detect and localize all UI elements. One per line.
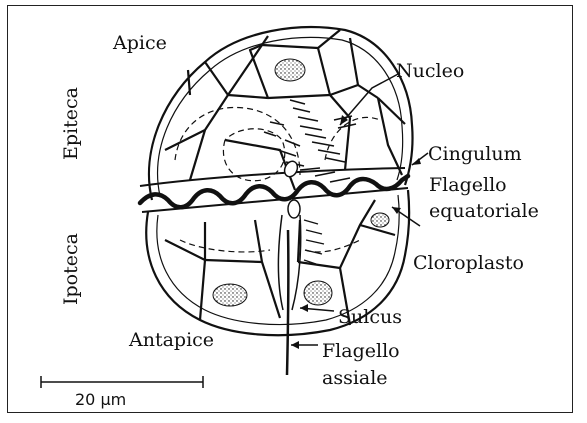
label-nucleo: Nucleo (396, 60, 464, 82)
label-sulcus: Sulcus (338, 306, 402, 328)
label-flagello-equatoriale-2: equatoriale (429, 200, 539, 222)
sulcus-striation (304, 220, 324, 264)
label-cingulum: Cingulum (428, 143, 522, 165)
label-cloroplasto: Cloroplasto (413, 252, 524, 274)
label-antapice: Antapice (128, 329, 214, 351)
label-flagello-assiale-1: Flagello (322, 340, 400, 362)
label-epiteca: Epiteca (60, 87, 82, 160)
label-flagello-assiale-2: assiale (322, 367, 388, 389)
scale-bar-label: 20 μm (75, 390, 126, 409)
scale-bar (41, 376, 203, 388)
axial-flagellum (287, 230, 288, 375)
label-ipoteca: Ipoteca (60, 233, 82, 305)
label-apice: Apice (112, 32, 167, 54)
hypotheca-dashed (180, 240, 360, 252)
label-flagello-equatoriale-1: Flagello (429, 174, 507, 196)
